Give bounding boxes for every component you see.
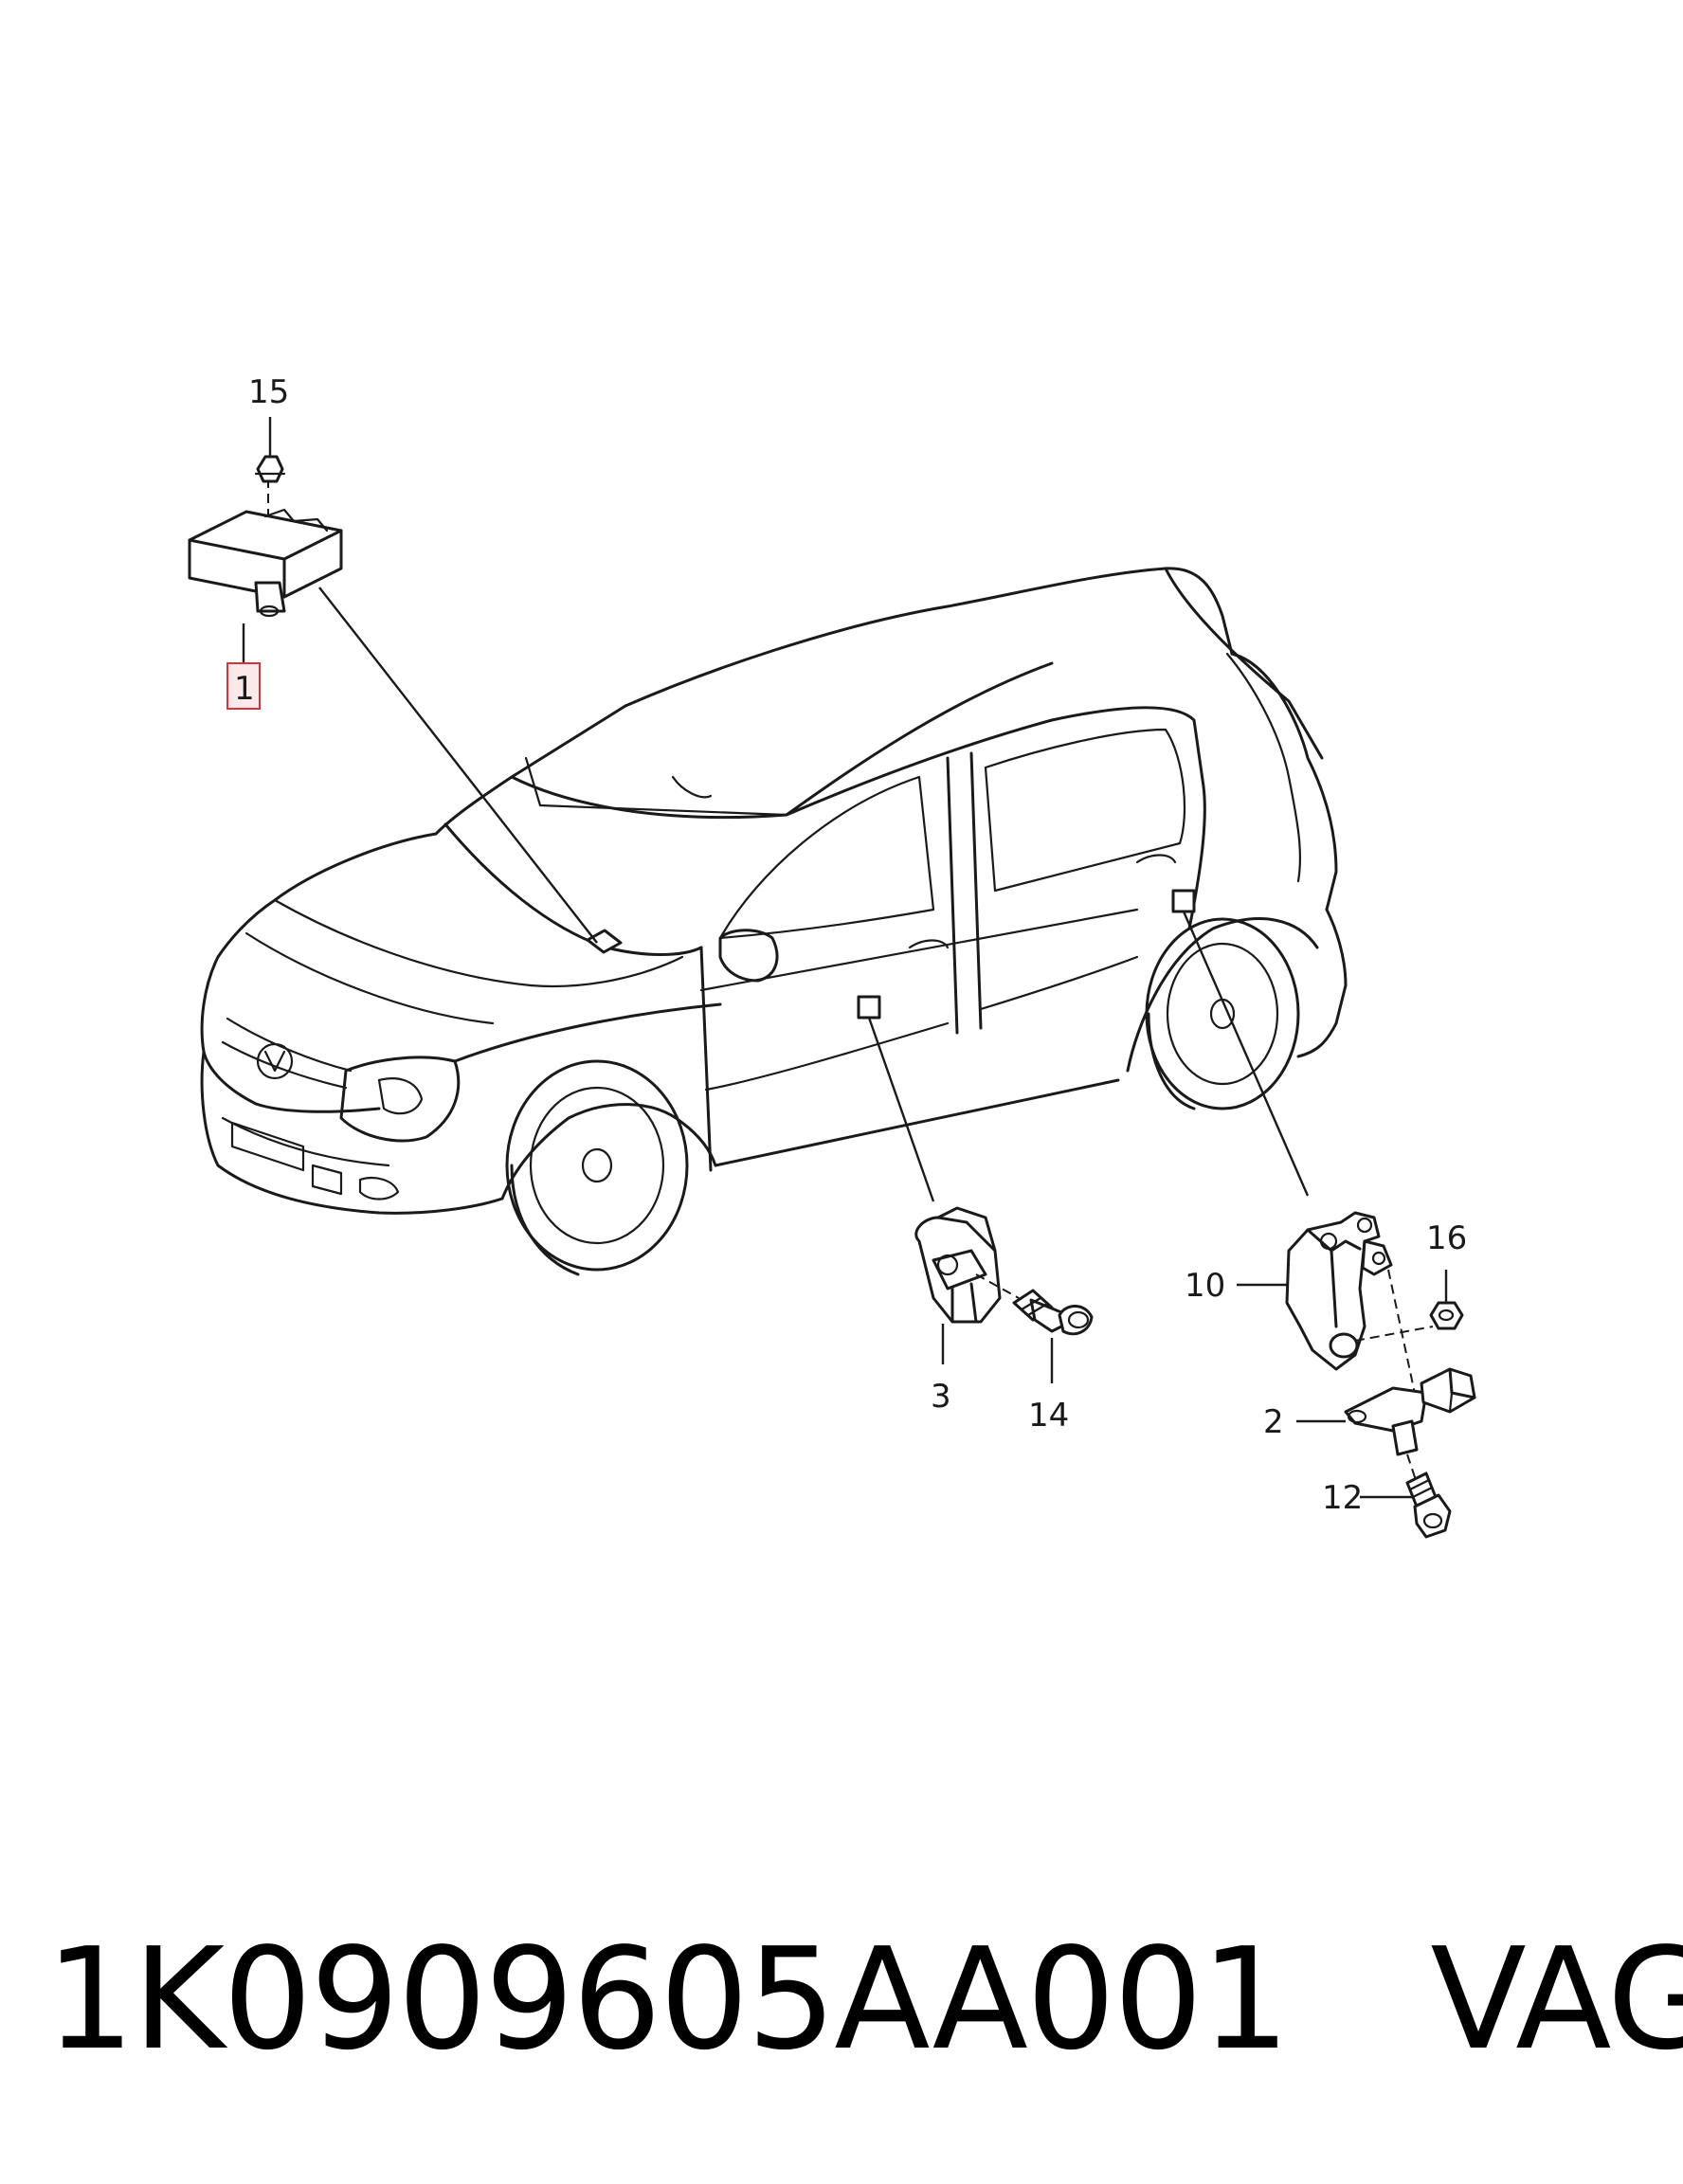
part-number: 1K0909605AA001 (45, 1918, 1290, 2081)
marker-door-sensor (857, 995, 881, 1020)
rear-wheel (1145, 917, 1300, 1110)
callout-14: 14 (1028, 1397, 1069, 1435)
leader-lines (318, 587, 1310, 1202)
part-2-sensor (1296, 1367, 1476, 1484)
part-10-bracket (1237, 1211, 1434, 1403)
marker-control-unit (586, 929, 623, 954)
part-3-sensor (914, 1206, 1020, 1364)
front-wheel (505, 1059, 689, 1276)
brand-name: VAG (1430, 1918, 1683, 2081)
sensor-markers (586, 889, 1196, 1020)
callout-2: 2 (1263, 1403, 1284, 1441)
part-1-control-unit (188, 478, 343, 663)
vw-logo-icon (256, 1042, 294, 1080)
callout-1[interactable]: 1 (234, 670, 255, 708)
marker-rear-sensor (1171, 889, 1196, 913)
callout-10: 10 (1185, 1267, 1225, 1305)
callout-16: 16 (1426, 1219, 1467, 1257)
callout-3: 3 (931, 1378, 951, 1416)
fog-light (358, 1176, 400, 1200)
part-16-nut (1429, 1270, 1464, 1330)
callout-1-highlight[interactable] (226, 662, 261, 710)
part-12-bolt (1360, 1471, 1452, 1539)
license-plate (230, 1121, 305, 1172)
part-number-footer: 1K0909605AA001 VAG (45, 1904, 1683, 2094)
callout-labels: 15 1 3 14 10 16 2 12 (226, 373, 1467, 1517)
part-14-bolt (1012, 1289, 1094, 1383)
part-15-nut (254, 417, 286, 483)
callout-12: 12 (1322, 1479, 1363, 1517)
car-illustration (200, 567, 1348, 1276)
callout-15: 15 (248, 373, 289, 411)
